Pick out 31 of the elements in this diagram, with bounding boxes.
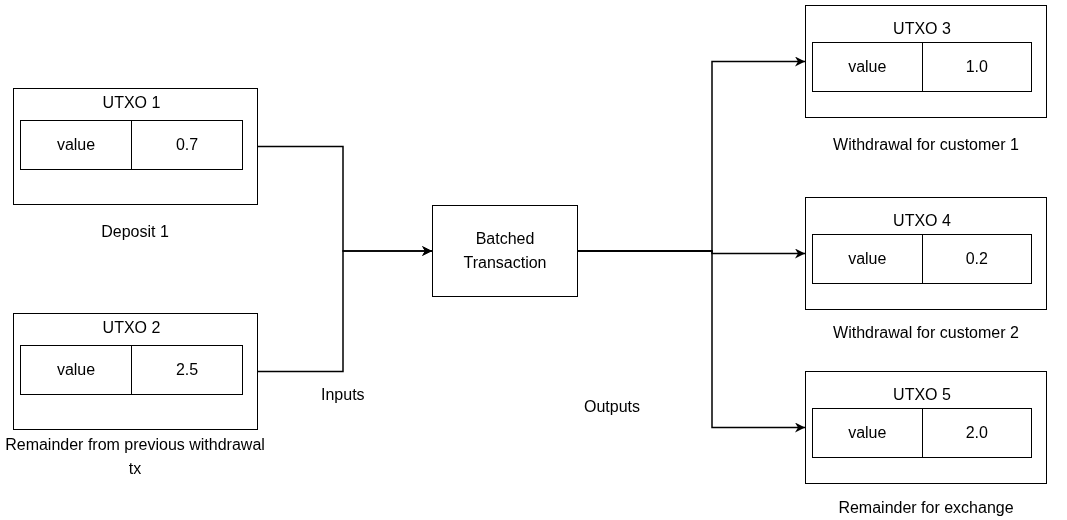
arrow (577, 250, 806, 433)
table-cell: 0.7 (132, 120, 243, 170)
utxo-title: UTXO 4 (893, 212, 951, 230)
utxo-title: UTXO 3 (893, 20, 951, 38)
utxo-title: UTXO 1 (102, 94, 161, 112)
table-cell: value (20, 120, 132, 170)
utxo-box (805, 197, 1047, 310)
process-label: Batched Transaction (462, 229, 548, 273)
node-label: Withdrawal for customer 2 (832, 323, 1020, 343)
table-cell: 1.0 (922, 42, 1032, 92)
section-label: Outputs (584, 398, 641, 416)
process-box (432, 205, 578, 297)
utxo-title: UTXO 2 (102, 319, 161, 337)
arrow (257, 246, 433, 373)
utxo-box (805, 371, 1047, 484)
table-cell: 0.2 (922, 234, 1032, 284)
node-label: Remainder from previous withdrawal tx (5, 435, 265, 479)
utxo-title: UTXO 5 (893, 386, 951, 404)
table-cell: value (812, 42, 923, 92)
table-cell: value (812, 408, 923, 458)
table-cell: 2.0 (922, 408, 1032, 458)
section-label: Inputs (321, 386, 365, 404)
node-label: Withdrawal for customer 1 (832, 135, 1020, 155)
utxo-box (805, 5, 1047, 118)
utxo-box (13, 313, 258, 430)
table-cell: 2.5 (132, 345, 243, 395)
table-cell: value (812, 234, 923, 284)
node-label: Remainder for exchange (837, 498, 1015, 518)
node-label: Deposit 1 (100, 222, 170, 242)
table-cell: value (20, 345, 132, 395)
utxo-box (13, 88, 258, 205)
